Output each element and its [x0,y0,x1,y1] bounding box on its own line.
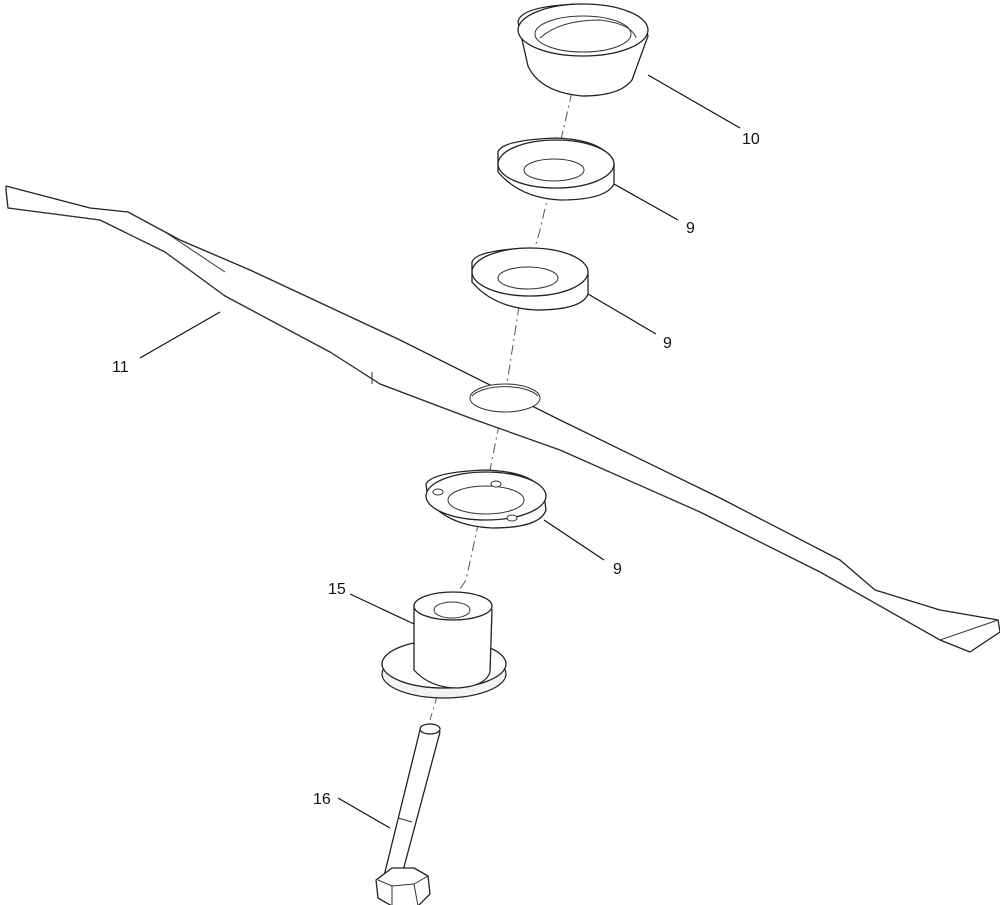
spacer-middle [471,247,589,311]
pin-hole [432,488,444,496]
leader-line-9-upper [613,183,679,221]
pin-hole [490,480,502,488]
mower-blade [5,185,1000,653]
leader-line-9-middle [587,293,657,335]
leader-line-16 [337,797,391,829]
spacer-lower [425,469,547,529]
callout-part-16: 16 [313,791,331,808]
leader-line-11 [139,311,221,359]
leader-line-10 [647,74,741,129]
callout-part-9-middle: 9 [663,335,672,352]
pin-hole [506,514,518,522]
callout-part-9-upper: 9 [686,220,695,237]
callout-part-15: 15 [328,581,346,598]
callout-part-11: 11 [112,359,129,376]
spacer-upper [497,137,615,201]
callout-part-10: 10 [742,131,760,148]
leader-line-15 [349,593,415,625]
blade-center-hole [469,383,541,413]
callout-part-9-lower: 9 [613,561,622,578]
bolt [375,723,441,905]
flanged-bushing [381,591,507,699]
cup-washer [517,3,649,97]
leader-line-9-lower [543,519,605,561]
